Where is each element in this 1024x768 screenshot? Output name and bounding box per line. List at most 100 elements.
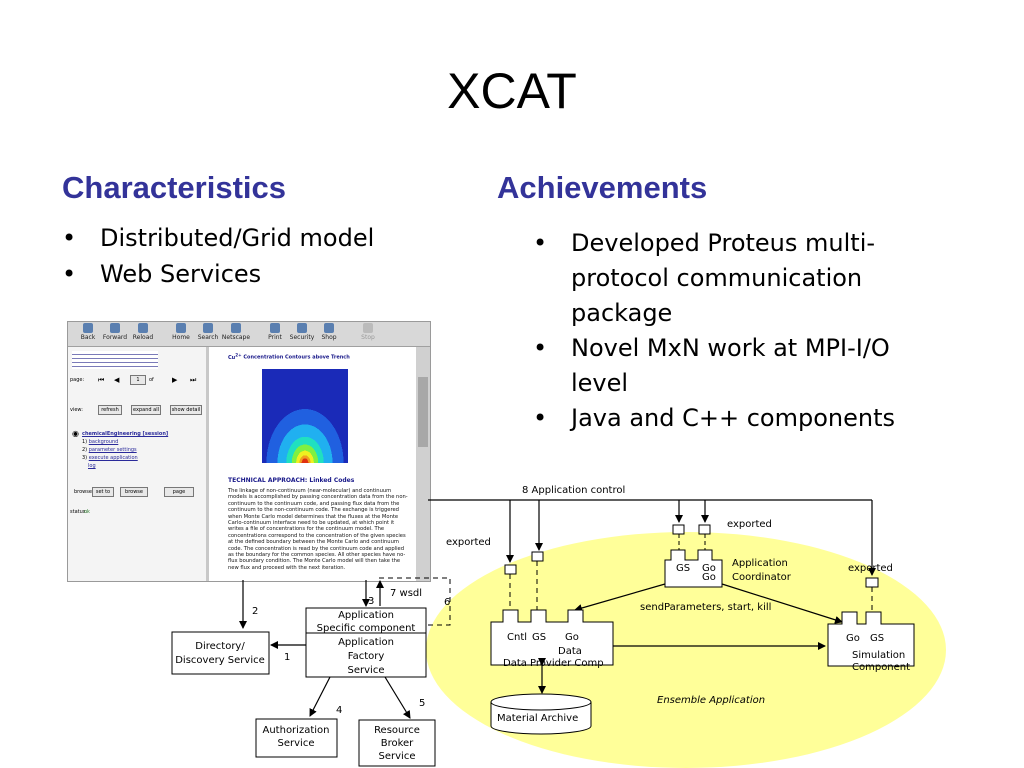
factory-label-3: Service xyxy=(348,665,385,676)
prev-page-icon[interactable]: ◀ xyxy=(114,376,120,384)
application-control-label: 8 Application control xyxy=(522,485,625,496)
stop-icon xyxy=(363,323,373,333)
send-parameters-label: sendParameters, start, kill xyxy=(640,602,771,613)
status-value: ok xyxy=(84,509,90,515)
step-item: 1) background xyxy=(82,439,119,445)
last-page-icon[interactable]: ⏭ xyxy=(190,376,197,384)
technical-approach-text: The linkage of non-continuum (near-molec… xyxy=(228,488,408,571)
coordinator-port-go-2: Go xyxy=(702,572,716,583)
achievements-item: •Java and C++ components xyxy=(533,401,895,436)
bullet-icon: • xyxy=(62,260,77,288)
browser-screenshot: Back Forward Reload Home Search Netscape… xyxy=(67,321,431,582)
toolbar-print-button[interactable]: Print xyxy=(260,323,290,341)
set-to-button[interactable]: set to xyxy=(92,487,114,497)
search-icon xyxy=(203,323,213,333)
toolbar-home-button[interactable]: Home xyxy=(166,323,196,341)
cu-label: Cu2+ xyxy=(228,352,242,361)
factory-label-2: Factory xyxy=(348,651,385,662)
next-page-icon[interactable]: ▶ xyxy=(172,376,178,384)
page-of-label: of xyxy=(149,377,154,383)
toolbar-security-button[interactable]: Security xyxy=(287,323,317,341)
toolbar-forward-button[interactable]: Forward xyxy=(100,323,130,341)
ensemble-application-label: Ensemble Application xyxy=(657,695,765,706)
exported-port xyxy=(531,551,544,562)
step-6-label: 6 xyxy=(444,597,450,608)
step-link-log[interactable]: log xyxy=(88,463,96,469)
browser-sidebar: page: ⏮ ◀ 1 of ▶ ⏭ view: refresh expand … xyxy=(68,347,209,581)
sidebar-logo-links xyxy=(72,351,158,369)
data-provider-box xyxy=(490,609,614,666)
view-label: view: xyxy=(70,407,83,413)
step-link-background[interactable]: background xyxy=(88,439,119,445)
exported-label: exported xyxy=(727,519,772,530)
exported-port xyxy=(698,524,711,535)
step-link-parameters[interactable]: parameter settings xyxy=(88,447,137,453)
netscape-icon xyxy=(231,323,241,333)
simulation-port-gs: GS xyxy=(870,633,884,644)
browse-label: browse: xyxy=(74,489,94,495)
reload-icon xyxy=(138,323,148,333)
page-button[interactable]: page xyxy=(164,487,194,497)
authorization-label-2: Service xyxy=(278,738,315,749)
bullet-icon: • xyxy=(62,224,77,252)
toolbar-back-button[interactable]: Back xyxy=(73,323,103,341)
step-2-label: 2 xyxy=(252,606,258,617)
simulation-label-1: Simulation xyxy=(852,650,905,661)
show-detail-button[interactable]: show detail xyxy=(170,405,202,415)
resource-broker-label-3: Service xyxy=(379,751,416,762)
simulation-label-2: Component xyxy=(852,662,910,673)
coordinator-port-gs: GS xyxy=(676,563,690,574)
material-archive-label: Material Archive xyxy=(497,713,578,724)
exported-port xyxy=(672,524,685,535)
step-1-label: 1 xyxy=(284,652,290,663)
scrollbar-thumb[interactable] xyxy=(418,377,428,447)
step-3-label: 3 xyxy=(368,596,374,607)
expand-all-button[interactable]: expand all xyxy=(131,405,161,415)
session-link[interactable]: chemicalEngineering [session] xyxy=(82,431,169,437)
coordinator-label-1: Application xyxy=(732,558,788,569)
directory-label-1: Directory/ xyxy=(195,641,245,652)
achievements-item: •Novel MxN work at MPI-I/O level xyxy=(533,331,895,401)
data-provider-label-2: Data Provider Comp xyxy=(503,658,604,669)
achievements-item: •Developed Proteus multi- protocol commu… xyxy=(533,226,895,331)
data-provider-port-cntl: Cntl xyxy=(507,632,527,643)
print-icon xyxy=(270,323,280,333)
page-label: page: xyxy=(70,377,85,383)
toolbar-reload-button[interactable]: Reload xyxy=(128,323,158,341)
characteristics-item: •Distributed/Grid model xyxy=(62,220,374,256)
exported-label: exported xyxy=(848,563,893,574)
directory-label-2: Discovery Service xyxy=(175,655,265,666)
browse-button[interactable]: browse xyxy=(120,487,148,497)
browser-scrollbar[interactable] xyxy=(416,347,430,581)
step-5-label: 5 xyxy=(419,698,425,709)
step-link-execute[interactable]: execute application xyxy=(88,455,138,461)
authorization-service-box xyxy=(255,718,338,758)
first-page-icon[interactable]: ⏮ xyxy=(98,376,105,384)
technical-approach-heading: TECHNICAL APPROACH: Linked Codes xyxy=(228,477,355,484)
characteristics-heading: Characteristics xyxy=(62,170,287,205)
toolbar-search-button[interactable]: Search xyxy=(193,323,223,341)
application-coordinator-box xyxy=(664,549,723,588)
refresh-button[interactable]: refresh xyxy=(98,405,122,415)
exported-label: exported xyxy=(446,537,491,548)
page-number-field[interactable]: 1 xyxy=(130,375,146,385)
data-provider-label-1: Data xyxy=(558,646,582,657)
toolbar-netscape-button[interactable]: Netscape xyxy=(221,323,251,341)
bullet-icon: • xyxy=(533,229,548,257)
contour-plot xyxy=(262,369,348,463)
authorization-label-1: Authorization xyxy=(263,725,330,736)
toolbar-stop-button[interactable]: Stop xyxy=(353,323,383,341)
bullet-icon: • xyxy=(533,334,548,362)
achievements-list: •Developed Proteus multi- protocol commu… xyxy=(533,226,895,436)
security-icon xyxy=(297,323,307,333)
data-provider-port-gs: GS xyxy=(532,632,546,643)
simulation-port-go: Go xyxy=(846,633,860,644)
browser-toolbar: Back Forward Reload Home Search Netscape… xyxy=(68,322,430,347)
exported-port xyxy=(865,577,879,588)
step-4-label: 4 xyxy=(336,705,342,716)
resource-broker-label-1: Resource xyxy=(374,725,420,736)
forward-icon xyxy=(110,323,120,333)
toolbar-shop-button[interactable]: Shop xyxy=(314,323,344,341)
home-icon xyxy=(176,323,186,333)
achievements-heading: Achievements xyxy=(497,170,708,205)
